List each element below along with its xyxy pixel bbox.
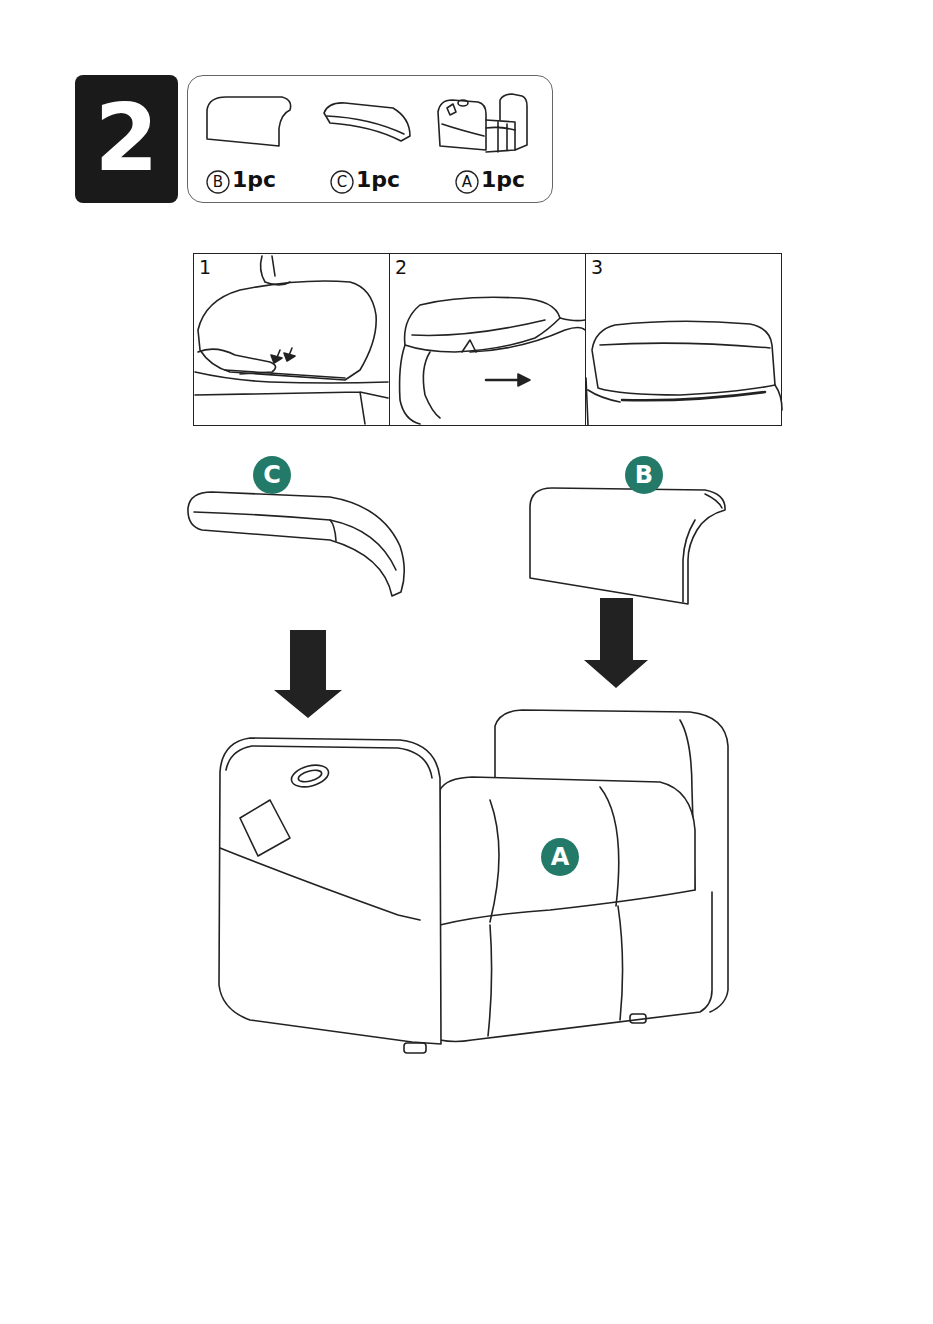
substep-number: 3 [591,258,603,277]
parts-panel: 1pc 1pc 1pc B C A [187,75,553,203]
node-label: B [213,175,223,190]
part-letter: C [330,170,354,194]
substep-number: 2 [395,258,407,277]
node-label: 2 [94,93,158,185]
part-callout: B [624,455,664,495]
substep-number: 1 [199,258,211,277]
substep-panel: 2 [389,253,586,426]
step-number: 2 [75,75,178,203]
node-label: A [551,845,570,869]
node-label: C [263,463,281,487]
node-label: B [635,463,653,487]
part-callout: C [252,455,292,495]
part-letter: A [455,170,479,194]
quantity-label: 1pc [356,169,400,191]
substep-panel: 3 [585,253,782,426]
quantity-label: 1pc [481,169,525,191]
node-label: C [337,175,347,190]
node-label: A [462,175,472,190]
quantity-label: 1pc [232,169,276,191]
part-letter: B [206,170,230,194]
substep-panel: 1 [193,253,390,426]
part-callout: A [540,837,580,877]
